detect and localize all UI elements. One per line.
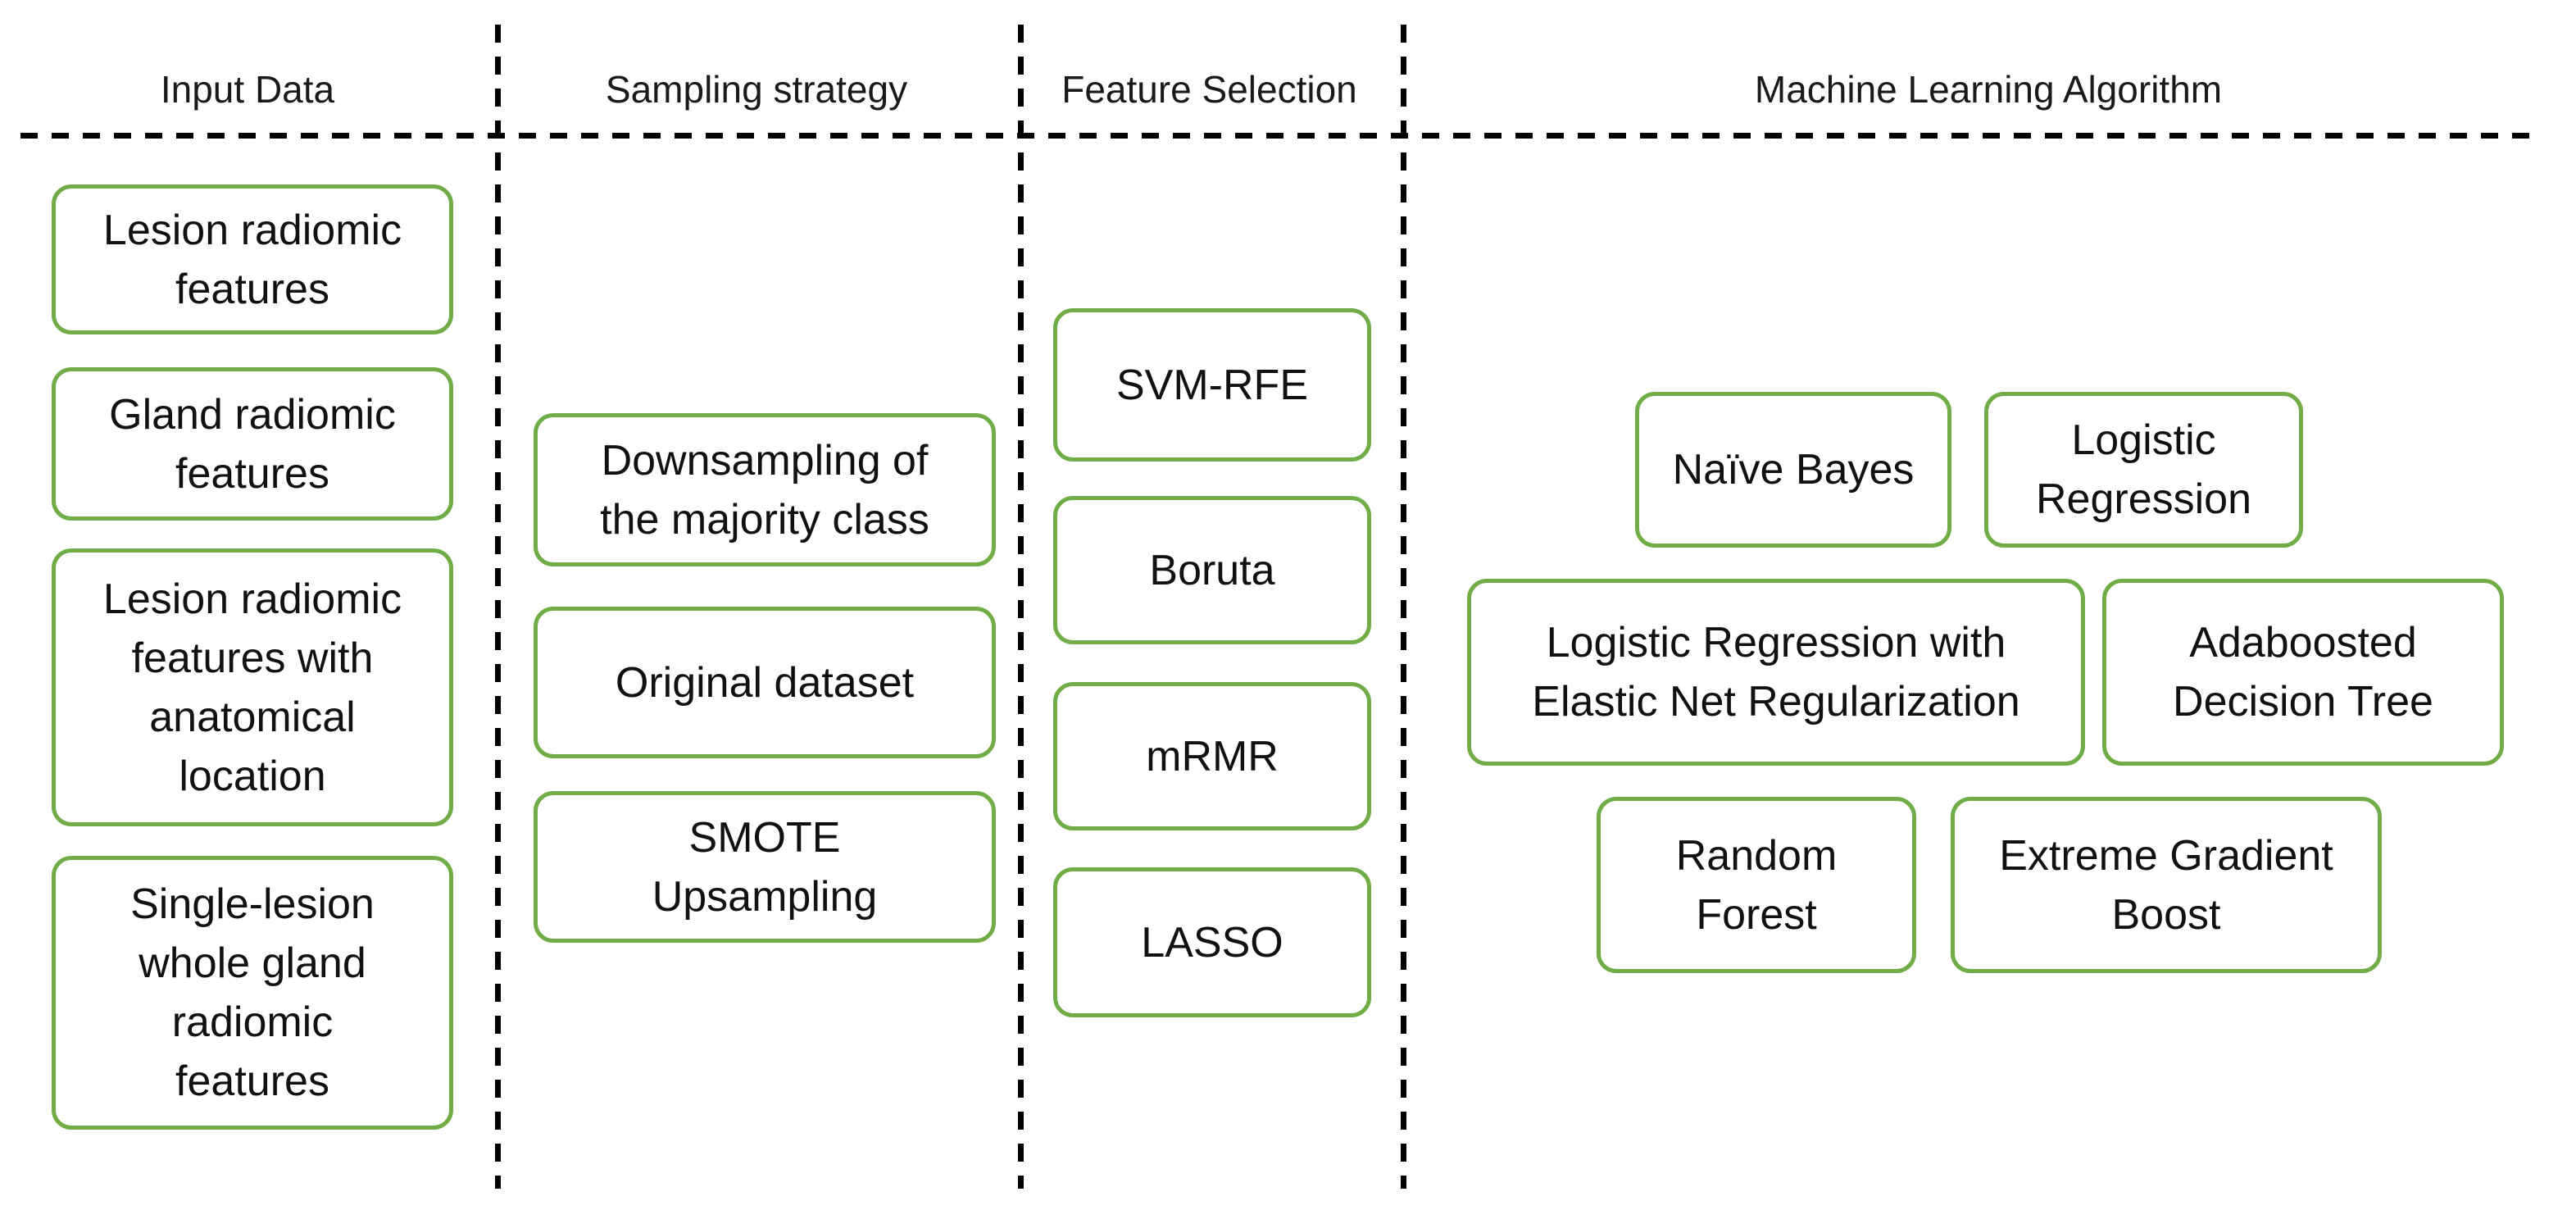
column-header-feature-selection: Feature Selection — [1061, 68, 1357, 111]
box-mrmr: mRMR — [1053, 682, 1371, 830]
box-lesion-radiomic-features-anatomical-location: Lesion radiomic features with anatomical… — [52, 548, 453, 826]
column-header-machine-learning-algorithm: Machine Learning Algorithm — [1754, 68, 2223, 111]
box-smote-upsampling: SMOTE Upsampling — [534, 791, 996, 943]
header-divider-horizontal — [20, 133, 2533, 139]
column-divider-sampling-featuresel — [1018, 25, 1024, 1189]
box-lesion-radiomic-features: Lesion radiomic features — [52, 184, 453, 334]
box-adaboosted-decision-tree: Adaboosted Decision Tree — [2102, 579, 2504, 766]
box-svm-rfe: SVM-RFE — [1053, 308, 1371, 462]
box-logistic-regression: Logistic Regression — [1984, 392, 2303, 548]
box-downsampling-majority-class: Downsampling of the majority class — [534, 413, 996, 566]
box-gland-radiomic-features: Gland radiomic features — [52, 367, 453, 521]
box-random-forest: Random Forest — [1597, 797, 1916, 973]
box-extreme-gradient-boost: Extreme Gradient Boost — [1951, 797, 2382, 973]
column-divider-input-sampling — [495, 25, 501, 1189]
box-lasso: LASSO — [1053, 867, 1371, 1017]
box-logistic-regression-elastic-net: Logistic Regression with Elastic Net Reg… — [1467, 579, 2085, 766]
box-naive-bayes: Naïve Bayes — [1635, 392, 1951, 548]
box-boruta: Boruta — [1053, 496, 1371, 644]
box-single-lesion-whole-gland-radiomic-features: Single-lesion whole gland radiomic featu… — [52, 856, 453, 1130]
column-divider-featuresel-ml — [1401, 25, 1406, 1189]
column-header-sampling-strategy: Sampling strategy — [605, 68, 908, 111]
column-header-input-data: Input Data — [160, 68, 335, 111]
box-original-dataset: Original dataset — [534, 607, 996, 758]
